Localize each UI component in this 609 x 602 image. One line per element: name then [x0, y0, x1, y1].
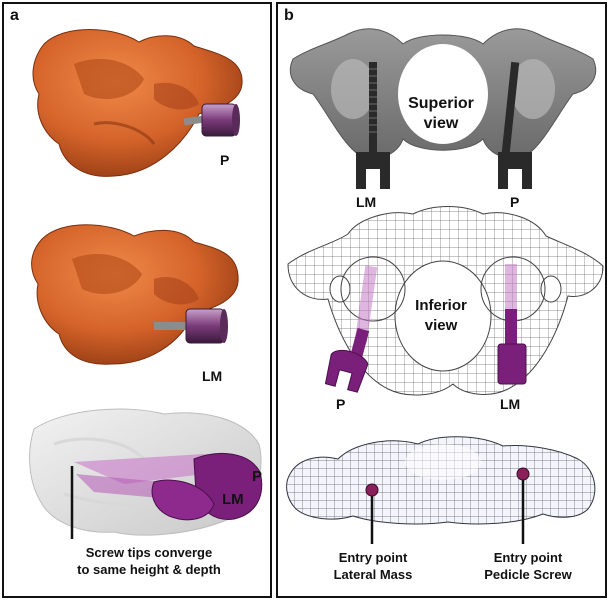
spinal-canal-inferior [394, 260, 492, 372]
screw-trajectories-3d [74, 452, 263, 521]
spinal-canal-superior [398, 44, 488, 144]
entry-lm-line-2: Lateral Mass [333, 567, 413, 582]
entry-p-line-1: Entry point [493, 550, 563, 565]
entry-lm-line-1: Entry point [338, 550, 408, 565]
vertebra-specimen-p [32, 29, 243, 177]
entry-point-lm-marker [365, 483, 379, 544]
panel-a-letter: a [10, 7, 19, 24]
panel-b: b [276, 2, 607, 598]
screw-p-specimen [183, 103, 240, 137]
vertebra-specimen-lm [31, 224, 239, 365]
label-lm-specimen: LM [202, 368, 223, 384]
screw-p-xray [498, 61, 532, 189]
screw-lm-xray [356, 62, 390, 189]
caption-line-1: Screw tips converge [85, 545, 213, 560]
inferior-view-label: Inferior view [396, 296, 486, 336]
entry-point-p-caption: Entry point Pedicle Screw [468, 549, 588, 583]
panel-b-letter: b [284, 7, 294, 24]
label-p-specimen: P [220, 152, 230, 168]
superior-view-line-2: view [423, 115, 459, 132]
screw-p-inferior [324, 265, 378, 393]
panel-b-illustrations [286, 28, 604, 544]
superior-view-xray [289, 28, 597, 159]
posterior-view-mesh [286, 436, 596, 525]
superior-view-label: Superior view [396, 94, 486, 134]
screw-lm-inferior [497, 264, 527, 385]
label-lm-inferior: LM [500, 396, 521, 412]
inferior-view-line-2: view [424, 317, 458, 334]
caption-panel-a: Screw tips converge to same height & dep… [59, 544, 239, 578]
screw-lm-specimen [154, 308, 228, 344]
superior-view-line-1: Superior [408, 95, 474, 112]
label-lm-superior: LM [356, 194, 377, 210]
inferior-view-line-1: Inferior [415, 297, 467, 314]
entry-point-lm-caption: Entry point Lateral Mass [318, 549, 428, 583]
entry-p-line-2: Pedicle Screw [484, 567, 572, 582]
caption-line-2: to same height & depth [77, 562, 221, 577]
label-p-superior: P [510, 194, 520, 210]
label-p-3d: P [252, 468, 263, 485]
panel-a-illustrations [29, 29, 263, 539]
label-lm-3d: LM [222, 491, 244, 508]
panel-a: a [2, 2, 272, 598]
entry-point-p-marker [516, 467, 530, 544]
label-p-inferior: P [336, 396, 346, 412]
